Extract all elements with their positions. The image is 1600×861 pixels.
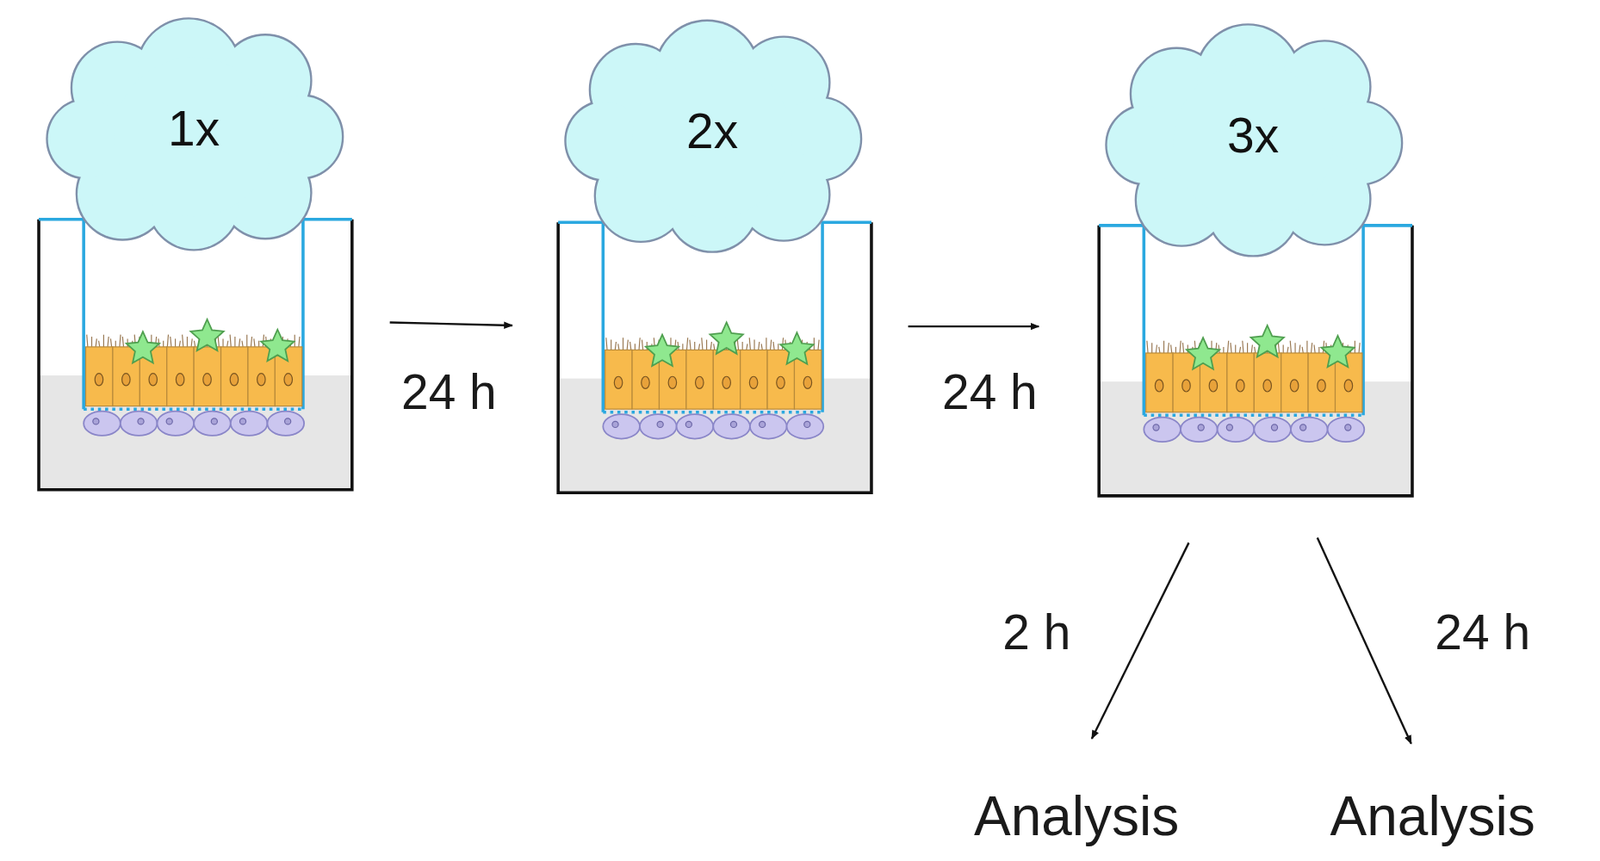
immune-cell (645, 334, 679, 366)
immune-cell (126, 331, 160, 363)
step-arrow (908, 325, 1040, 328)
transwell-insert (1098, 225, 1413, 497)
transwell-insert (38, 219, 353, 490)
immune-cell (1320, 335, 1354, 367)
dose-label: 3x (1104, 20, 1402, 251)
immune-cell (190, 319, 224, 351)
basal-cells (83, 411, 304, 436)
timepoint-label: 24 h (1434, 603, 1531, 663)
exposure-cloud: 3x (1104, 20, 1402, 251)
porous-membrane (602, 410, 823, 415)
immune-cell (1251, 325, 1284, 357)
timepoint-label: 2 h (1002, 603, 1071, 663)
analysis-label: Analysis (1330, 783, 1536, 850)
basal-cells (602, 414, 824, 439)
basal-cells (1143, 417, 1365, 442)
transwell-group (38, 219, 1413, 497)
dose-label: 1x (45, 14, 342, 245)
immune-cell (260, 329, 294, 361)
interval-label: 24 h (401, 363, 497, 422)
analysis-label: Analysis (973, 783, 1179, 850)
well-wall (558, 222, 872, 493)
well-wall (38, 219, 353, 490)
transwell-insert (558, 222, 872, 493)
immune-cell (1186, 337, 1220, 369)
dose-label: 2x (564, 16, 861, 247)
exposure-cloud: 1x (45, 14, 342, 245)
immune-cell (710, 322, 744, 354)
well-wall (1098, 225, 1413, 497)
interval-label: 24 h (942, 363, 1038, 422)
porous-membrane (83, 407, 304, 411)
step-arrow (390, 322, 513, 326)
exposure-cloud: 2x (564, 16, 861, 247)
analysis-arrow (1317, 537, 1412, 744)
porous-membrane (1143, 413, 1364, 417)
immune-cell (780, 332, 813, 364)
process-arrows (390, 322, 1412, 744)
analysis-arrow (1091, 542, 1190, 739)
